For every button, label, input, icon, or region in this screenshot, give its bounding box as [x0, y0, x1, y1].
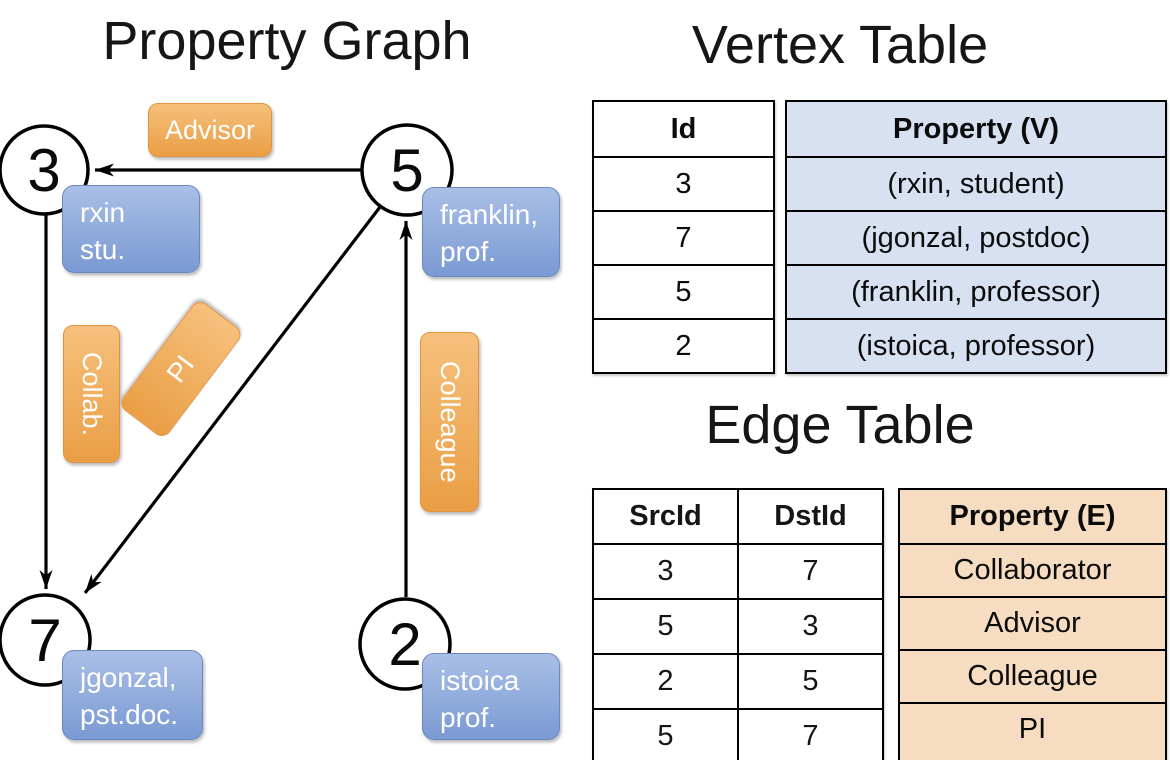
vertex-id-3: 3 [27, 136, 61, 204]
vertex-table-property-column: Property (V) (rxin, student) (jgonzal, p… [785, 100, 1167, 374]
edge-table-dstid-cell: 3 [737, 600, 882, 653]
vertex-table-id-cell: 5 [594, 264, 773, 318]
vertex-id-7: 7 [28, 606, 62, 674]
vertex-property-box-5: franklin, prof. [422, 187, 560, 277]
edge-table-property-column: Property (E) Collaborator Advisor Collea… [898, 488, 1167, 760]
vertex-table-id-column: Id 3 7 5 2 [592, 100, 775, 374]
edge-table-srcid-header: SrcId [629, 500, 702, 532]
property-graph-title: Property Graph [102, 11, 472, 71]
edge-table-srcid-cell: 2 [657, 665, 674, 697]
edge-label-colleague: Colleague [420, 332, 479, 512]
edge-line-pi-5-to-7 [83, 206, 382, 594]
vertex-table-property-cell: (istoica, professor) [787, 318, 1165, 372]
edge-table-row: 2 5 [594, 653, 882, 708]
edge-table-srcid-cell: 5 [657, 610, 674, 642]
edge-table-property-cell: Advisor [900, 596, 1165, 649]
edge-table-dstid-cell: 7 [737, 545, 882, 598]
vertex-table-title: Vertex Table [691, 15, 989, 75]
vertex-table-id-cell: 3 [594, 156, 773, 210]
vertex-table-property-cell: (jgonzal, postdoc) [787, 210, 1165, 264]
edge-table-srcid-cell: 5 [657, 720, 674, 752]
edge-table-row: 3 7 [594, 543, 882, 598]
edge-table-dstid-cell: 5 [737, 655, 882, 708]
edge-table-header-row: SrcId DstId [594, 490, 882, 543]
vertex-property-line: stu. [80, 234, 126, 265]
vertex-property-box-3: rxin stu. [62, 185, 200, 273]
vertex-property-line: istoica [440, 665, 520, 696]
vertex-table-property-header: Property (V) [893, 112, 1059, 145]
edge-table: SrcId DstId 3 7 5 3 2 5 5 7 Property (E)… [592, 488, 1167, 760]
vertex-table-property-cell: (franklin, professor) [787, 264, 1165, 318]
vertex-property-box-2: istoica prof. [422, 653, 560, 740]
edge-table-property-header: Property (E) [949, 500, 1116, 532]
vertex-table-id-cell: 7 [594, 210, 773, 264]
edge-table-dstid-header: DstId [737, 490, 882, 543]
vertex-property-line: jgonzal, [80, 662, 177, 693]
vertex-property-box-7: jgonzal, pst.doc. [62, 650, 203, 740]
edge-table-title: Edge Table [705, 395, 975, 455]
vertex-property-line: prof. [440, 236, 497, 267]
edge-table-srcid-cell: 3 [657, 555, 674, 587]
vertex-table: Id 3 7 5 2 Property (V) (rxin, student) … [592, 100, 1167, 374]
edge-table-property-cell: PI [900, 702, 1165, 755]
edge-table-dstid-cell: 7 [737, 710, 882, 760]
edge-label-collaborator: Collab. [63, 325, 120, 463]
vertex-table-id-header: Id [670, 112, 697, 145]
vertex-property-line: prof. [440, 702, 497, 733]
vertex-id-2: 2 [388, 610, 422, 678]
edge-table-property-cell: Colleague [900, 649, 1165, 702]
edge-label-advisor: Advisor [148, 103, 272, 157]
vertex-table-property-cell: (rxin, student) [787, 156, 1165, 210]
vertex-property-line: pst.doc. [80, 699, 179, 730]
edge-table-property-cell: Collaborator [900, 543, 1165, 596]
vertex-property-line: rxin [80, 197, 126, 228]
edge-table-id-columns: SrcId DstId 3 7 5 3 2 5 5 7 [592, 488, 884, 760]
edge-table-row: 5 3 [594, 598, 882, 653]
vertex-table-id-cell: 2 [594, 318, 773, 372]
vertex-id-5: 5 [390, 136, 424, 204]
edge-table-row: 5 7 [594, 708, 882, 760]
vertex-property-line: franklin, [440, 199, 539, 230]
